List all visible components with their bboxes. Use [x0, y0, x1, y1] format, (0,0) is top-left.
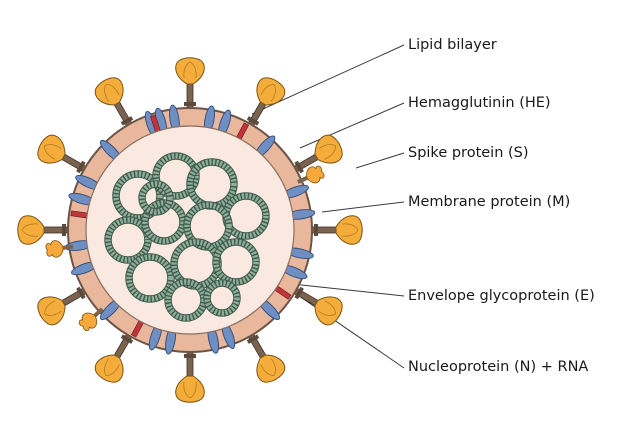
- spike-protein: [17, 215, 83, 245]
- envelope-glycoproteins: [70, 114, 292, 338]
- nucleoprotein-rna-coil: [104, 152, 270, 322]
- hemagglutinin: [78, 307, 104, 332]
- rna-loop: [203, 279, 241, 317]
- rna-loop: [138, 180, 174, 216]
- label-nucleoprotein: Nucleoprotein (N) + RNA: [408, 359, 589, 375]
- label-lipid-bilayer: Lipid bilayer: [408, 37, 497, 53]
- label-envelope-glycoprotein: Envelope glycoprotein (E): [408, 288, 595, 304]
- spike-protein: [297, 215, 363, 245]
- rna-loop: [141, 199, 187, 245]
- rna-loop: [212, 238, 260, 286]
- rna-loop: [125, 253, 175, 303]
- rna-loop: [112, 170, 164, 222]
- leader-line: [321, 201, 405, 213]
- label-membrane-protein: Membrane protein (M): [408, 194, 571, 210]
- rna-loop: [152, 152, 200, 200]
- leader-line: [299, 102, 405, 149]
- spike-protein: [175, 57, 205, 123]
- hemagglutinin: [296, 165, 325, 184]
- label-spike-protein: Spike protein (S): [408, 145, 529, 161]
- leader-line: [355, 152, 405, 169]
- spike-protein: [175, 337, 205, 403]
- rna-loop: [104, 216, 152, 264]
- leader-line: [291, 283, 405, 297]
- hemagglutinin: [45, 240, 74, 258]
- hemagglutinins: [45, 165, 325, 332]
- label-hemagglutinin: Hemagglutinin (HE): [408, 95, 551, 111]
